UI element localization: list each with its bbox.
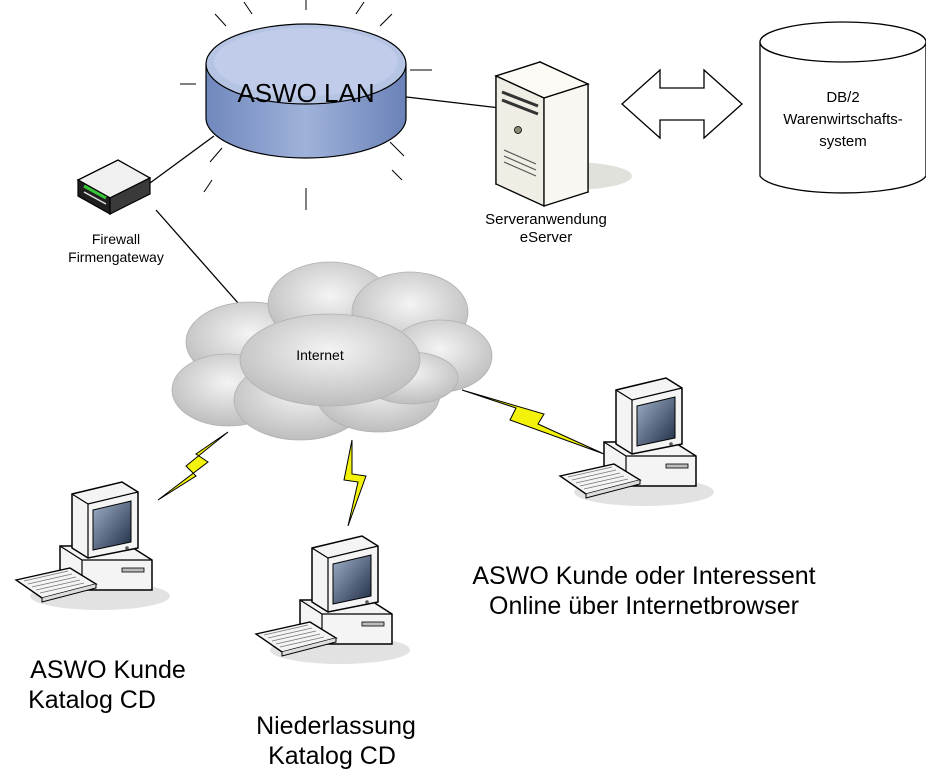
client-right-label-line2: Online über Internetbrowser	[489, 592, 799, 620]
wireless-link-middle	[343, 439, 367, 527]
firewall-label-line2: Firmengateway	[68, 249, 164, 265]
client-middle-label-line2: Katalog CD	[268, 742, 396, 770]
lan-rays	[180, 0, 432, 210]
server-node: Serveranwendung eServer	[485, 60, 632, 246]
link-firewall-lan	[149, 135, 215, 184]
database-label-line3: system	[819, 133, 867, 150]
client-pc-middle	[255, 535, 411, 665]
firewall-label-line1: Firewall	[92, 231, 140, 247]
database-node: DB/2 Warenwirtschafts- system	[759, 21, 926, 194]
lan-node: ASWO LAN	[180, 0, 432, 210]
server-label-line1: Serveranwendung	[485, 211, 607, 228]
cloud-label: Internet	[296, 347, 344, 363]
client-right-label-line1: ASWO Kunde oder Interessent	[472, 562, 815, 590]
database-label-line2: Warenwirtschafts-	[783, 111, 902, 128]
link-firewall-internet	[155, 209, 247, 313]
wireless-link-right	[461, 389, 605, 455]
database-label-line1: DB/2	[826, 89, 859, 106]
lan-label: ASWO LAN	[237, 78, 374, 108]
internet-cloud: Internet	[171, 261, 493, 441]
data-exchange-arrow	[621, 68, 743, 140]
link-lan-server	[397, 95, 501, 109]
client-left-label-line1: ASWO Kunde	[30, 656, 186, 684]
client-middle-label-line1: Niederlassung	[256, 712, 416, 740]
wireless-link-left	[157, 431, 229, 501]
client-left-label-line2: Katalog CD	[28, 686, 156, 714]
client-pc-left	[15, 481, 171, 611]
client-pc-right	[559, 377, 715, 507]
server-label-line2: eServer	[520, 229, 573, 246]
firewall-node: Firewall Firmengateway	[68, 159, 164, 265]
